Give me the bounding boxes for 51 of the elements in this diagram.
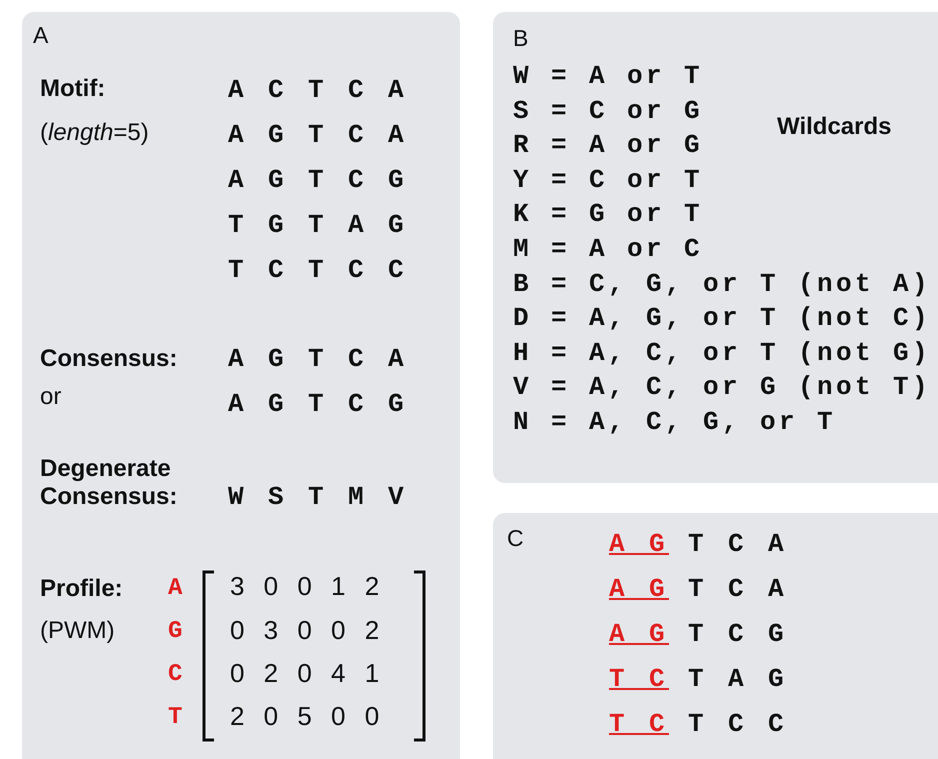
heading: Profile: <box>40 575 123 603</box>
sequence-prefix: A G <box>609 530 670 560</box>
sequence-row: T C A <box>688 530 788 560</box>
note: (length=5) <box>40 119 149 147</box>
sequence-row: T G T A G <box>228 211 408 241</box>
wildcard-definition: Y = C or T <box>513 166 704 196</box>
sequence-row: T C G <box>688 620 788 650</box>
matrix-row: 0 2 0 4 1 <box>230 659 386 689</box>
sequence-row: T C C <box>688 710 788 740</box>
heading: Degenerate Consensus: <box>40 455 178 510</box>
wildcard-definition: K = G or T <box>513 200 704 230</box>
matrix-row: 3 0 0 1 2 <box>230 572 386 602</box>
sequence-prefix: T C <box>609 710 670 740</box>
wildcard-definition: M = A or C <box>513 235 704 265</box>
sequence-row: A G T C G <box>228 390 408 420</box>
wildcard-definition: V = A, C, or G (not T) <box>513 373 932 404</box>
panel-label: A <box>33 22 48 48</box>
panel-background <box>493 12 938 483</box>
sequence-row: A G T C A <box>228 121 408 151</box>
sequence-row: W S T M V <box>228 483 408 513</box>
wildcard-definition: N = A, C, G, or T <box>513 408 836 438</box>
sequence-prefix: A G <box>609 575 670 605</box>
panel-label: C <box>507 525 524 552</box>
note: (PWM) <box>40 617 115 645</box>
wildcard-definition: S = C or G <box>513 96 704 126</box>
wildcard-definition: R = A or G <box>513 131 704 162</box>
sequence-row: T C A <box>688 575 788 605</box>
matrix-row: 2 0 5 0 0 <box>230 702 386 732</box>
row-label: C <box>168 661 182 689</box>
note: or <box>40 383 62 411</box>
panel-background <box>22 12 460 759</box>
sequence-row: A G T C A <box>228 345 408 375</box>
sequence-row: T A G <box>688 665 788 695</box>
row-label: A <box>168 575 182 603</box>
sequence-prefix: A G <box>609 620 670 650</box>
sequence-row: T C T C C <box>228 256 408 286</box>
heading: Motif: <box>40 75 106 103</box>
panel-label: B <box>513 25 528 52</box>
wildcard-definition: D = A, G, or T (not C) <box>513 304 932 334</box>
heading: Wildcards <box>777 113 892 141</box>
sequence-row: A G T C G <box>228 166 408 196</box>
sequence-row: A C T C A <box>228 76 408 106</box>
wildcard-definition: H = A, C, or T (not G) <box>513 338 932 369</box>
row-label: T <box>168 704 182 732</box>
matrix-row: 0 3 0 0 2 <box>230 616 386 646</box>
heading: Consensus: <box>40 345 178 373</box>
sequence-prefix: T C <box>609 665 670 695</box>
wildcard-definition: W = A or T <box>513 62 704 92</box>
panel-background <box>493 513 938 759</box>
row-label: G <box>168 618 182 646</box>
wildcard-definition: B = C, G, or T (not A) <box>513 270 932 300</box>
